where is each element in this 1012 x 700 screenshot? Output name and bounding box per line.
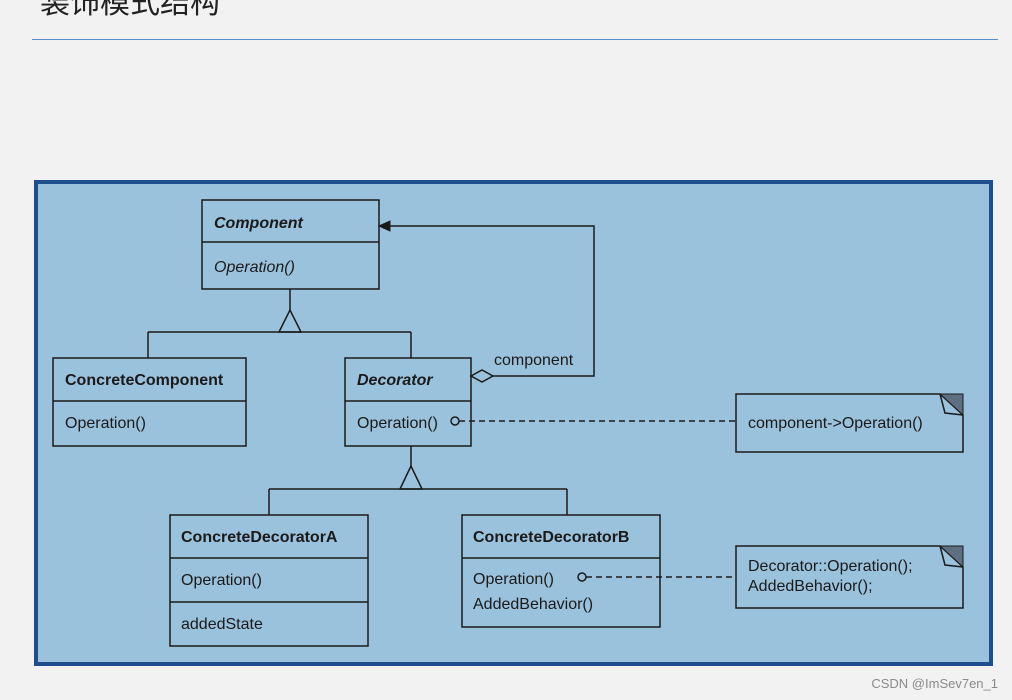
diagram-canvas: Component Operation() ConcreteComponent …	[52, 199, 964, 647]
aggregation-component: component	[377, 220, 595, 383]
operation-added-behavior: AddedBehavior()	[473, 596, 593, 613]
class-name-component: Component	[214, 215, 304, 232]
attribute-added-state: addedState	[181, 616, 263, 633]
note-link-decorator	[450, 416, 736, 426]
page-title: 装饰模式结构	[40, 0, 220, 21]
class-name-concrete-decorator-b: ConcreteDecoratorB	[473, 529, 629, 546]
class-name-concrete-component: ConcreteComponent	[65, 372, 224, 389]
class-concrete-component: ConcreteComponent Operation()	[52, 357, 247, 447]
title-divider	[32, 39, 998, 40]
note-b-line-1: Decorator::Operation();	[748, 558, 913, 575]
operation-concrete-decorator-a: Operation()	[181, 572, 262, 589]
note-decorator: component->Operation()	[735, 393, 964, 453]
inheritance-decorator	[268, 446, 568, 515]
note-concrete-decorator-b: Decorator::Operation(); AddedBehavior();	[735, 545, 964, 609]
class-component: Component Operation()	[201, 199, 380, 290]
class-decorator: Decorator Operation()	[344, 357, 472, 447]
class-diagram: Component Operation() ConcreteComponent …	[34, 180, 993, 666]
operation-decorator: Operation()	[357, 415, 438, 432]
association-label: component	[494, 352, 574, 369]
operation-concrete-decorator-b: Operation()	[473, 571, 554, 588]
class-concrete-decorator-b: ConcreteDecoratorB Operation() AddedBeha…	[461, 514, 661, 628]
class-name-decorator: Decorator	[357, 372, 433, 389]
inheritance-component	[147, 289, 412, 358]
note-b-line-2: AddedBehavior();	[748, 578, 873, 595]
class-concrete-decorator-a: ConcreteDecoratorA Operation() addedStat…	[169, 514, 369, 647]
operation-concrete-component: Operation()	[65, 415, 146, 432]
note-link-concrete-decorator-b	[577, 572, 736, 582]
class-name-concrete-decorator-a: ConcreteDecoratorA	[181, 529, 338, 546]
operation-component: Operation()	[214, 259, 295, 276]
watermark: CSDN @ImSev7en_1	[871, 676, 998, 691]
note-decorator-line-1: component->Operation()	[748, 415, 923, 432]
